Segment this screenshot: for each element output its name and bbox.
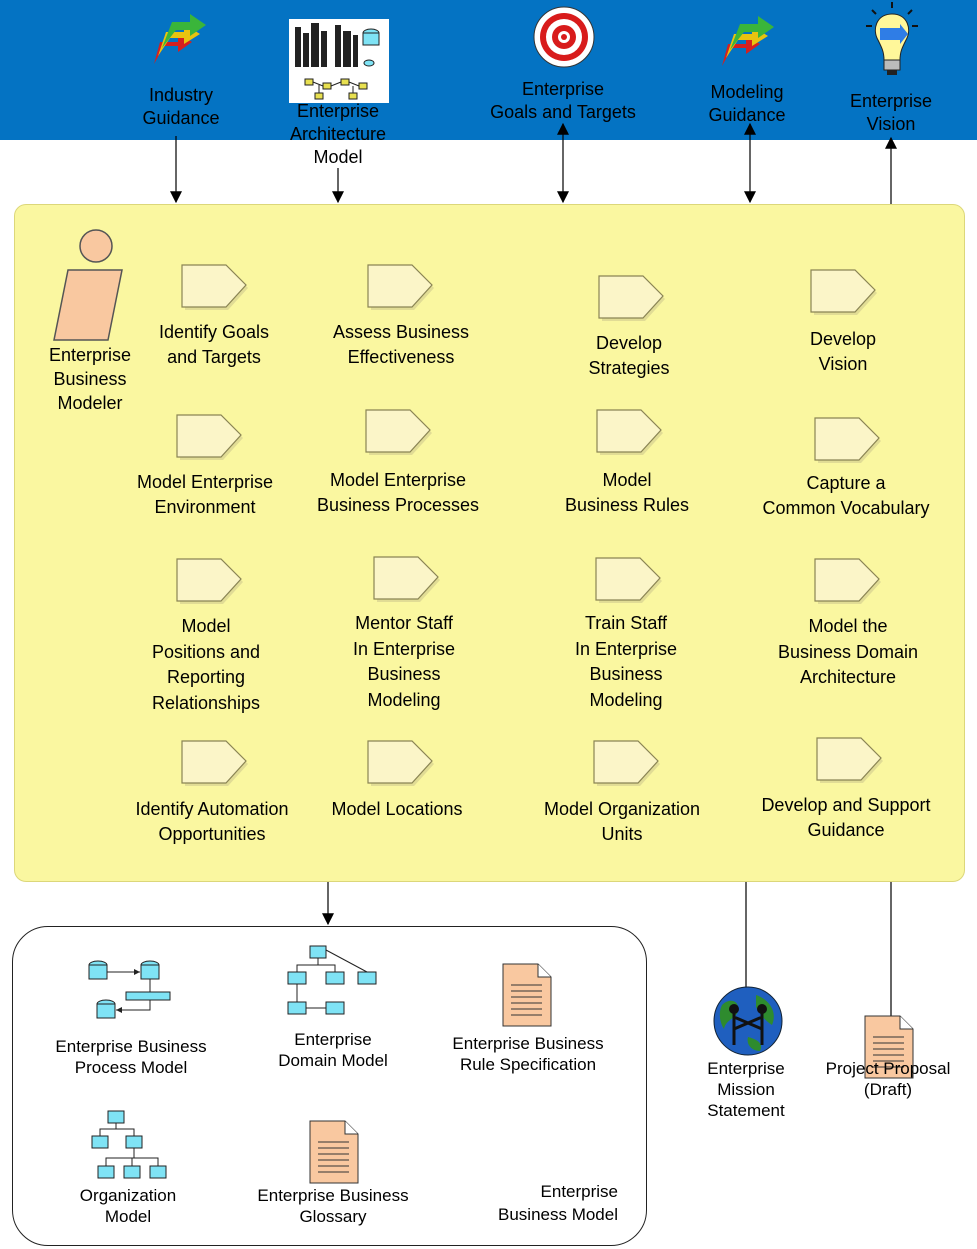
target-icon (533, 6, 595, 68)
task-icon (367, 264, 434, 310)
task-icon (365, 409, 432, 455)
task-icon (814, 417, 881, 463)
green-arrow-icon (154, 14, 206, 64)
task-icon (373, 556, 440, 602)
task-icon (176, 558, 243, 604)
task-icon (814, 558, 881, 604)
task-icon (176, 414, 243, 460)
org-chart-icon (91, 1110, 167, 1179)
task-icon (181, 740, 248, 786)
globe-icon (713, 986, 783, 1056)
output-label-project-proposal: Project Proposal(Draft) (825, 1059, 951, 1099)
banner (0, 0, 977, 140)
document-icon (309, 1120, 359, 1184)
task-label: Model Locations (331, 799, 463, 819)
process-model-icon (88, 960, 171, 1019)
task-icon (181, 264, 248, 310)
task-icon (595, 557, 662, 603)
task-icon (596, 409, 663, 455)
task-icon (810, 269, 877, 315)
lightbulb-icon (866, 2, 918, 75)
task-icon (598, 275, 665, 321)
architecture-model-icon (289, 19, 389, 103)
task-icon (593, 740, 660, 786)
document-icon (502, 963, 552, 1027)
task-icon (367, 740, 434, 786)
document-icon (864, 1015, 914, 1079)
worker-role-icon (53, 229, 123, 341)
discipline-panel (14, 204, 965, 882)
task-icon (816, 737, 883, 783)
domain-model-icon (287, 945, 377, 1015)
green-arrow-icon (722, 16, 774, 66)
